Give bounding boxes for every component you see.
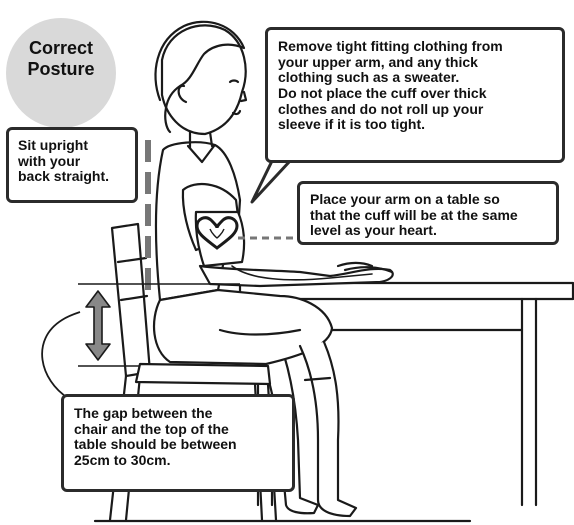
leg-front <box>300 342 356 516</box>
double-arrow-icon <box>86 291 110 360</box>
chair-table-gap-callout: The gap between the chair and the top of… <box>61 394 295 492</box>
sit-upright-callout: Sit upright with your back straight. <box>6 127 138 203</box>
correct-posture-badge: Correct Posture <box>6 18 116 128</box>
clothing-instruction-callout: Remove tight fitting clothing from your … <box>265 27 565 163</box>
forearm <box>200 266 393 286</box>
gap-connector <box>42 312 80 398</box>
arm-placement-callout: Place your arm on a table so that the cu… <box>297 181 559 245</box>
clothing-callout-tail <box>252 161 290 202</box>
